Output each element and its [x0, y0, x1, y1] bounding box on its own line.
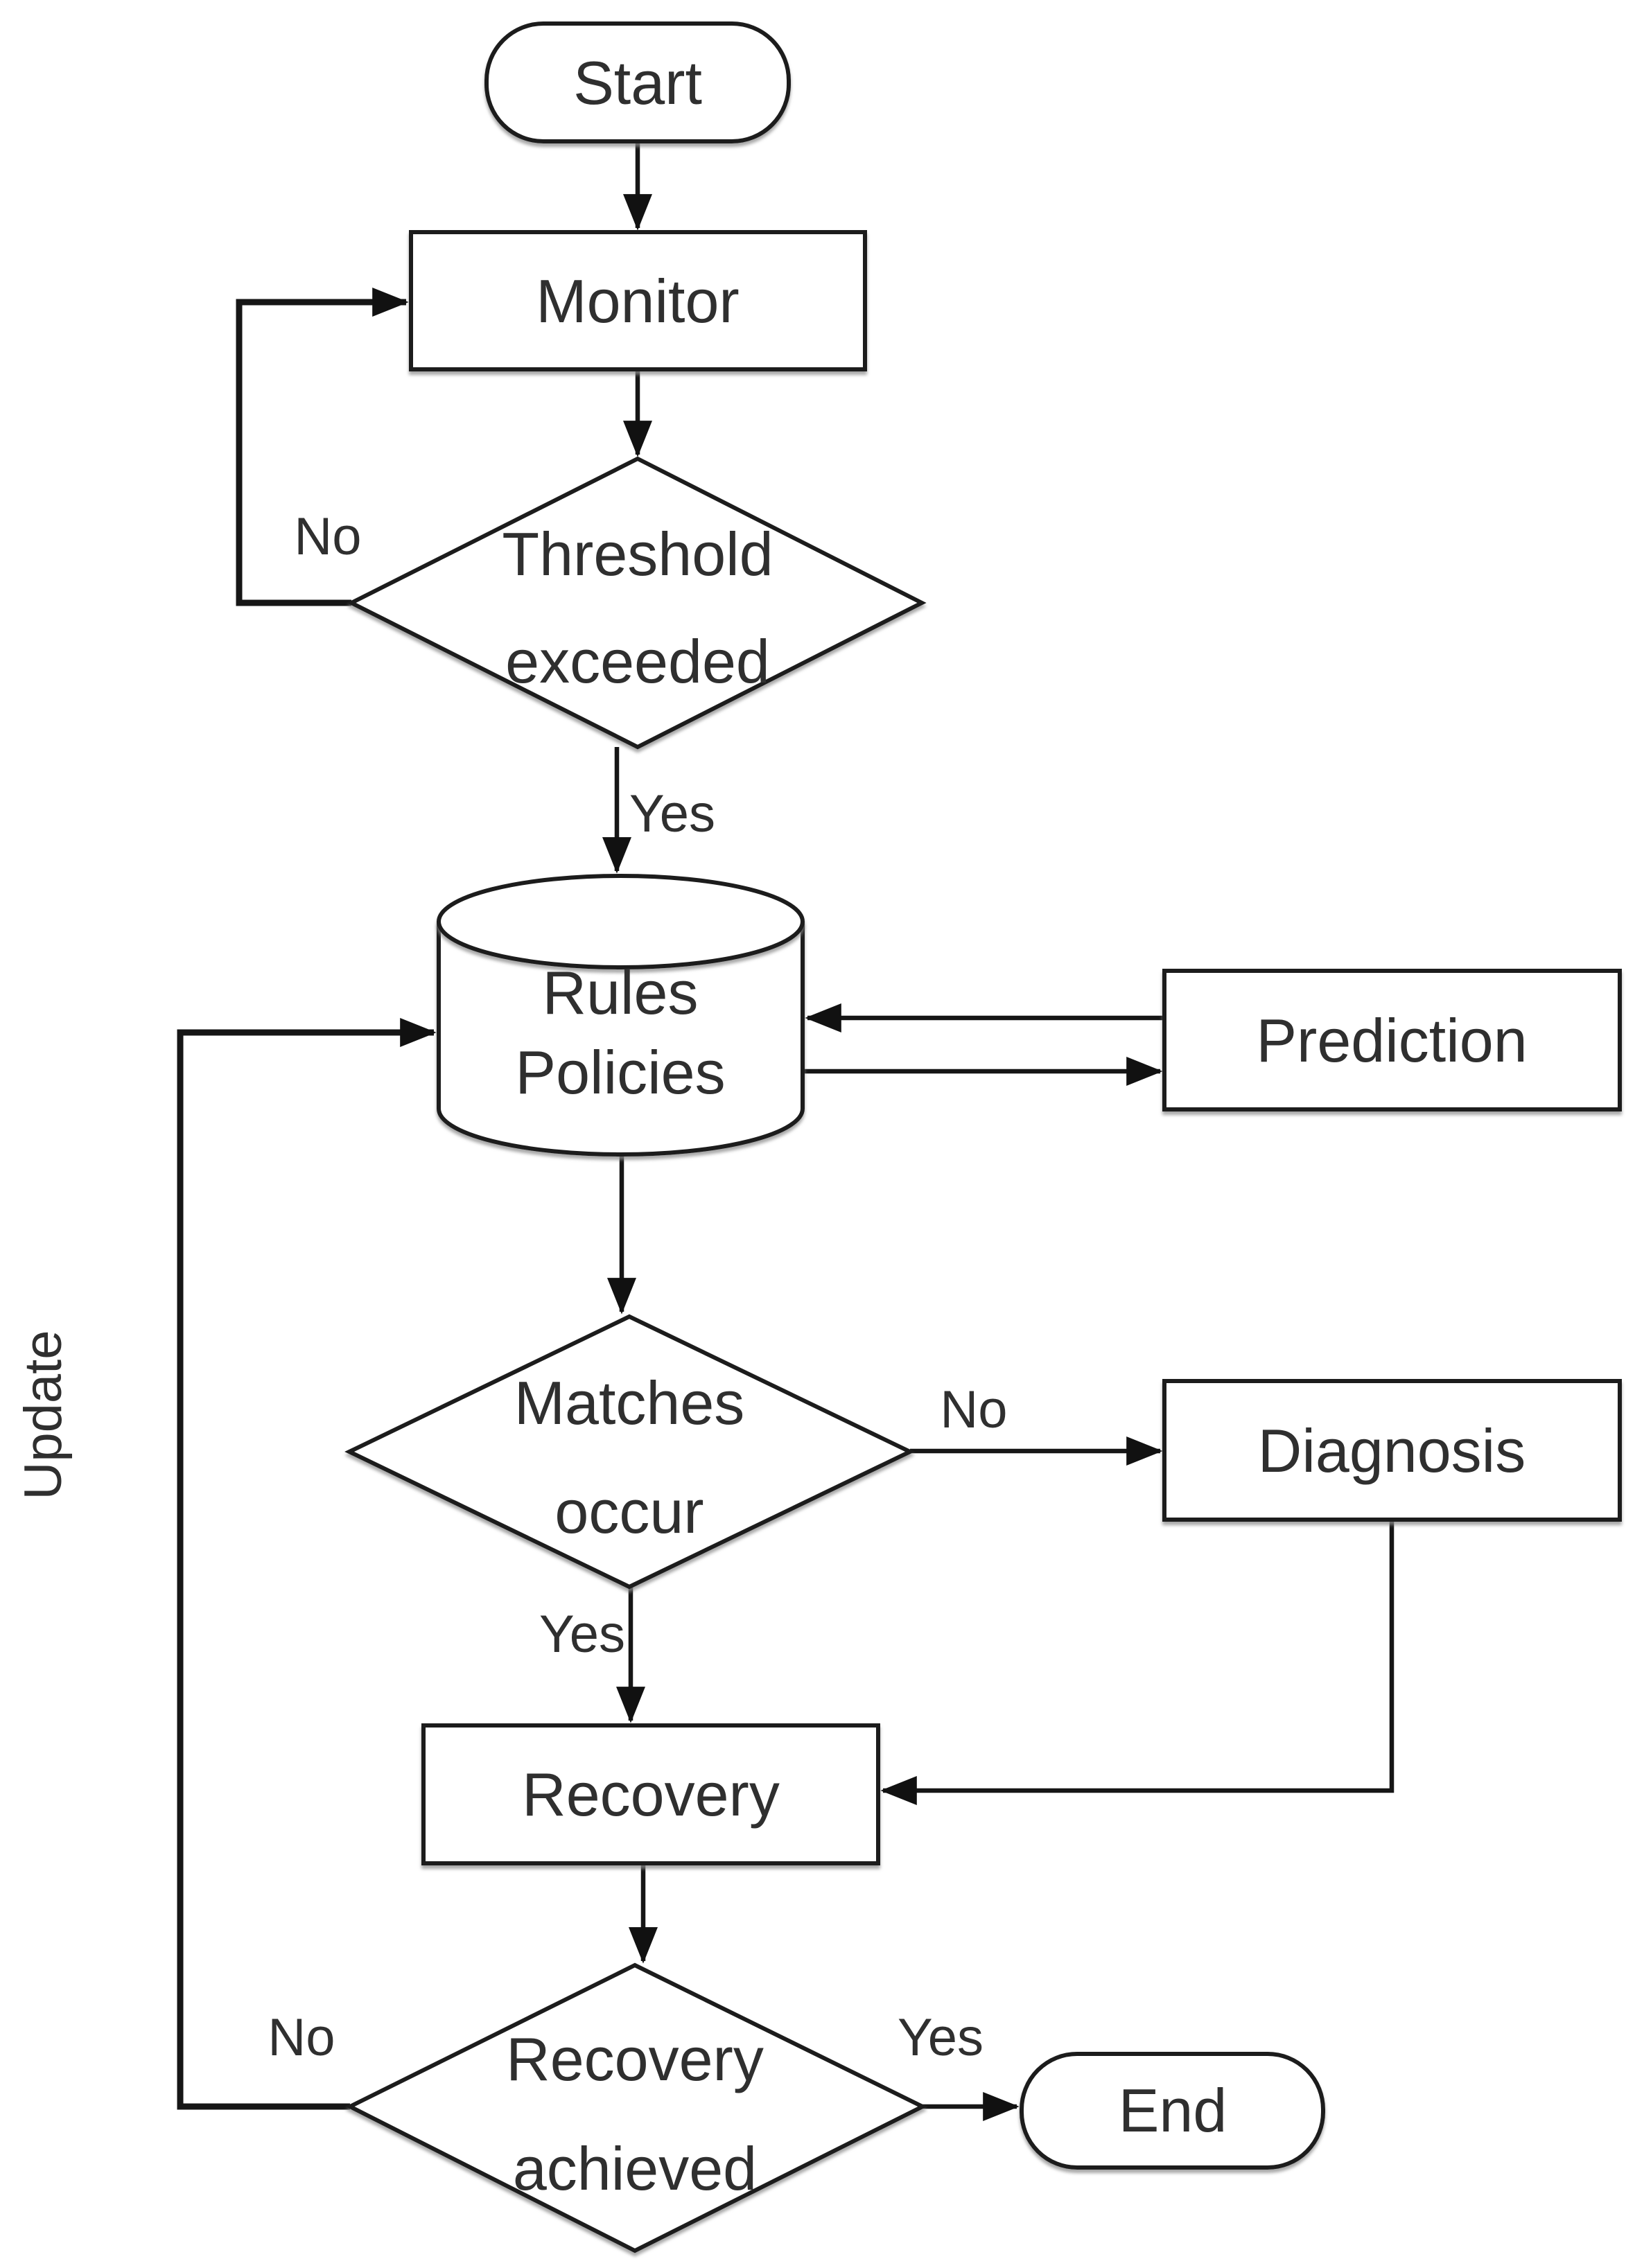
node-matches-occur: Matches occur: [344, 1314, 915, 1590]
achieved-label-line1: Recovery: [506, 2025, 764, 2093]
node-recovery-achieved: Recovery achieved: [345, 1962, 927, 2253]
edge-threshold-no-loop: [236, 288, 409, 606]
start-terminator-shape: [484, 21, 791, 143]
recovery-process-shape: [421, 1723, 880, 1865]
node-prediction: Prediction: [1162, 969, 1622, 1111]
achieved-label-line2: achieved: [513, 2134, 757, 2203]
diagnosis-label: Diagnosis: [1258, 1416, 1526, 1485]
monitor-process-shape: [409, 230, 867, 371]
rules-database-shape: [437, 922, 805, 1157]
end-label: End: [1119, 2076, 1227, 2145]
node-end: End: [1020, 2052, 1325, 2170]
threshold-label-line1: Threshold: [502, 520, 773, 588]
monitor-label: Monitor: [536, 267, 739, 335]
node-start: Start: [484, 21, 791, 143]
node-monitor: Monitor: [409, 230, 867, 371]
threshold-label-line2: exceeded: [505, 627, 770, 696]
edge-diagnosis-to-recovery: [880, 1520, 1395, 1805]
start-label: Start: [573, 49, 702, 117]
node-threshold-exceeded: Threshold exceeded: [347, 456, 927, 750]
matches-label-line1: Matches: [514, 1369, 745, 1437]
node-rules-policies: Rules Policies: [437, 874, 805, 1157]
prediction-process-shape: [1162, 969, 1622, 1111]
label-update: Update: [14, 1330, 73, 1500]
diagnosis-process-shape: [1162, 1379, 1622, 1522]
node-diagnosis: Diagnosis: [1162, 1379, 1622, 1522]
matches-label-line2: occur: [554, 1477, 703, 1546]
recovery-label: Recovery: [522, 1760, 780, 1829]
node-recovery: Recovery: [421, 1723, 880, 1865]
edges: [177, 141, 1395, 2121]
label-matches-yes: Yes: [539, 1605, 625, 1664]
end-terminator-shape: [1020, 2052, 1325, 2170]
matches-decision-shape: [344, 1314, 915, 1590]
edge-achieved-no-update-loop: [177, 1018, 437, 2110]
prediction-label: Prediction: [1256, 1006, 1527, 1075]
threshold-decision-shape: [347, 456, 927, 750]
label-achieved-yes: Yes: [898, 2008, 984, 2067]
edge-labels: No Yes No Yes No Yes Update: [14, 507, 1008, 2067]
label-threshold-yes: Yes: [629, 784, 715, 843]
label-matches-no: No: [940, 1380, 1007, 1439]
label-achieved-no: No: [268, 2008, 335, 2067]
rules-database-top-ellipse: [437, 874, 805, 969]
label-threshold-no: No: [294, 507, 361, 566]
rules-label-line1: Rules: [543, 958, 699, 1027]
achieved-decision-shape: [345, 1962, 927, 2253]
rules-label-line2: Policies: [515, 1038, 725, 1107]
